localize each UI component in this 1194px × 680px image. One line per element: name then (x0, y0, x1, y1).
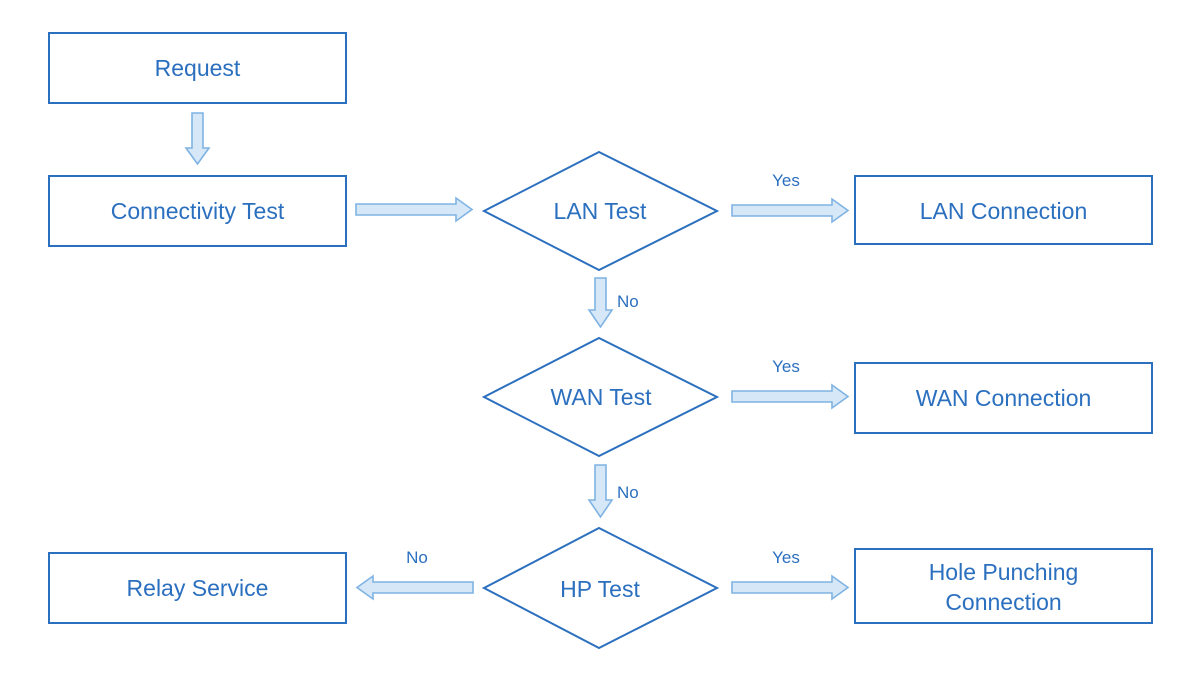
wan-yes-label: Yes (772, 357, 800, 376)
arrow-hp-test-to-relay-service (355, 574, 474, 601)
request-label: Request (155, 55, 241, 81)
hp-yes-label: Yes (772, 548, 800, 567)
connectivity-test-node: Connectivity Test (48, 175, 347, 247)
arrow-lan-test-to-wan-test (587, 277, 614, 329)
lan-connection-label: LAN Connection (920, 198, 1088, 224)
lan-no-label: No (617, 292, 639, 311)
wan-connection-label: WAN Connection (916, 385, 1092, 411)
arrow-lan-test-to-lan-connection (731, 197, 850, 224)
hole-punching-label-line1: Hole Punching (929, 559, 1079, 585)
relay-service-node: Relay Service (48, 552, 347, 624)
wan-test-label: WAN Test (551, 384, 653, 410)
wan-no-label: No (617, 483, 639, 502)
arrow-request-to-connectivity (184, 112, 211, 166)
relay-service-label: Relay Service (127, 575, 269, 601)
lan-connection-node: LAN Connection (854, 175, 1153, 245)
hp-test-decision: HP Test (481, 526, 720, 650)
hp-no-label: No (406, 548, 428, 567)
arrow-hp-test-to-hole-punching (731, 574, 850, 601)
lan-test-decision: LAN Test (481, 150, 720, 272)
lan-test-label: LAN Test (554, 198, 648, 224)
arrow-connectivity-to-lan-test (355, 196, 474, 223)
lan-yes-label: Yes (772, 171, 800, 190)
arrow-wan-test-to-wan-connection (731, 383, 850, 410)
hole-punching-connection-node: Hole Punching Connection (854, 548, 1153, 624)
wan-test-decision: WAN Test (481, 336, 720, 458)
connectivity-test-label: Connectivity Test (111, 198, 285, 224)
hole-punching-label-line2: Connection (945, 589, 1061, 615)
arrow-wan-test-to-hp-test (587, 464, 614, 519)
wan-connection-node: WAN Connection (854, 362, 1153, 434)
hp-test-label: HP Test (560, 576, 640, 602)
request-node: Request (48, 32, 347, 104)
